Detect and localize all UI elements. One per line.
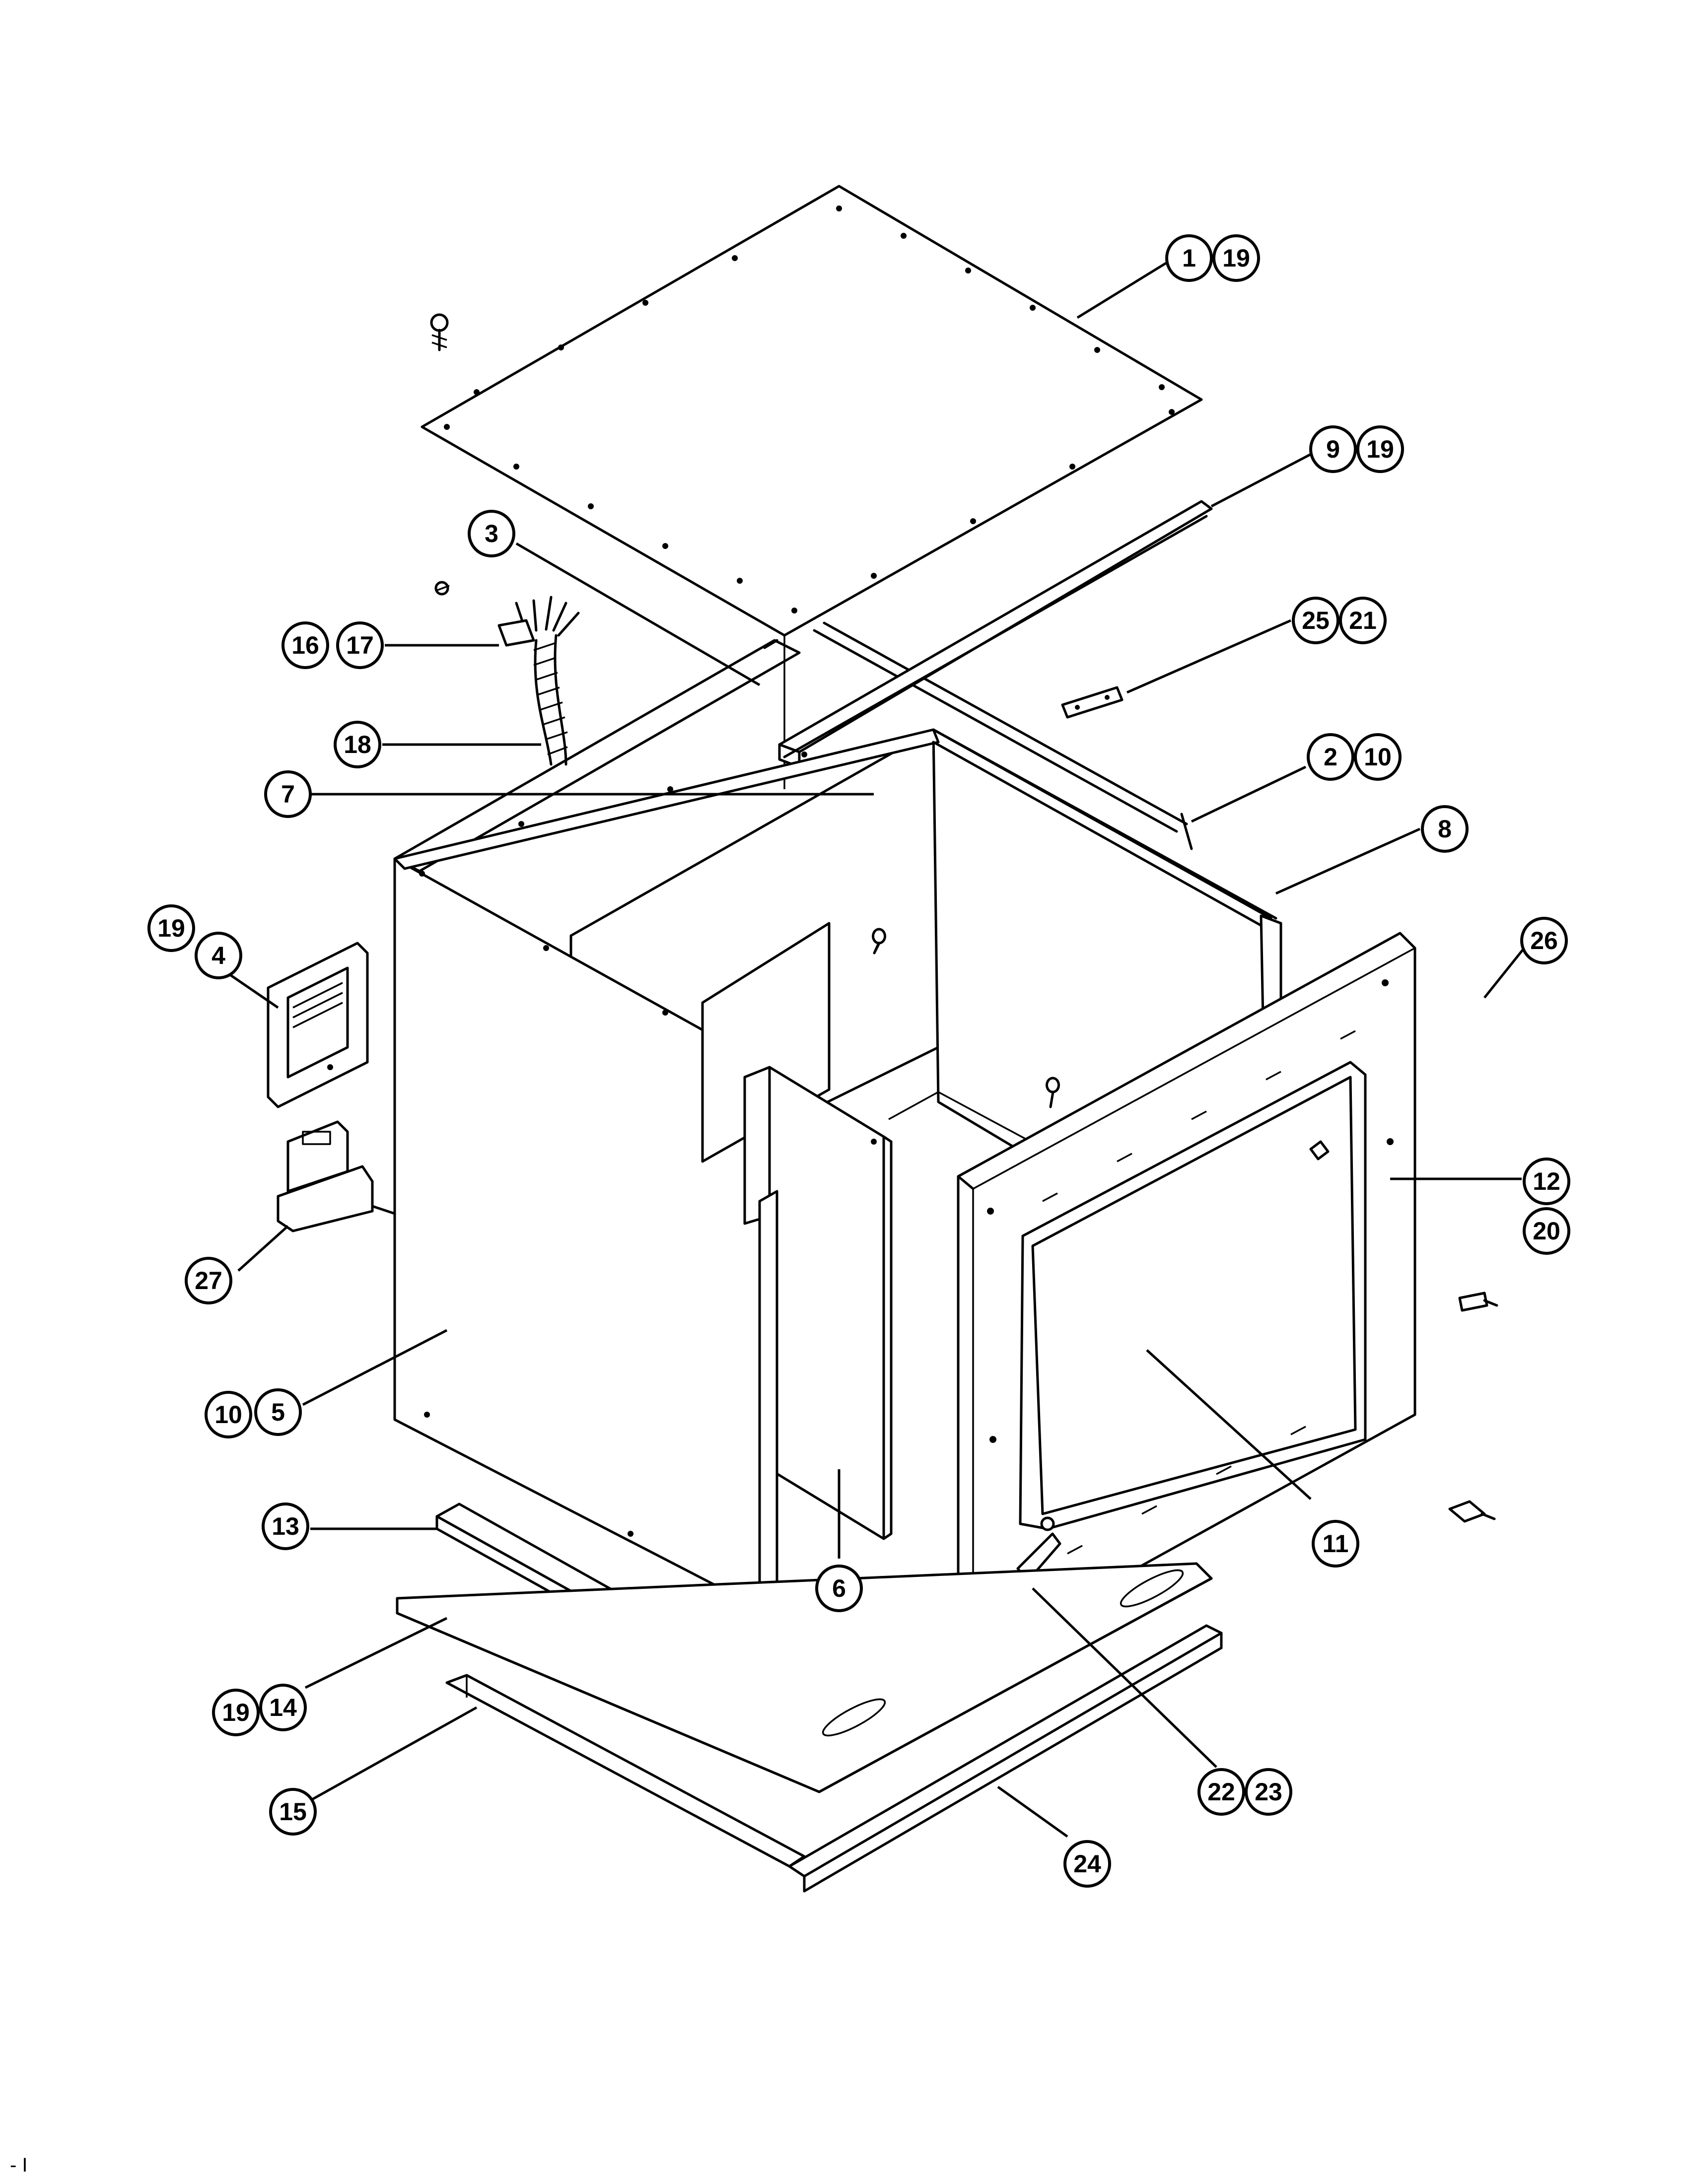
top-panel	[421, 185, 1203, 637]
callout-label: 20	[1533, 1217, 1560, 1245]
callout-12-20: 12 20	[1523, 1158, 1570, 1255]
callout-label: 12	[1533, 1167, 1560, 1195]
callout-label: 16	[291, 631, 319, 659]
callout-label: 14	[269, 1694, 297, 1721]
callout-label: 1	[1182, 244, 1196, 272]
callouts: 1 19 9 19 3 25 21 16 17 18 2 10 7 8	[147, 234, 1570, 1888]
callout-11: 11	[1312, 1520, 1359, 1568]
callout-9-19: 9 19	[1309, 425, 1404, 473]
callout-15: 15	[269, 1788, 317, 1836]
callout-6: 6	[815, 1565, 863, 1612]
callout-10-5: 10 5	[205, 1388, 302, 1438]
callout-label: 24	[1073, 1850, 1101, 1878]
top-rail	[778, 500, 1213, 768]
callout-label: 2	[1324, 743, 1337, 771]
callout-label: 10	[214, 1401, 242, 1429]
callout-label: 6	[832, 1574, 846, 1602]
callout-3: 3	[468, 510, 515, 557]
callout-label: 10	[1364, 743, 1392, 771]
callout-label: 11	[1323, 1530, 1349, 1558]
callout-label: 19	[1222, 244, 1250, 272]
callout-label: 23	[1255, 1778, 1282, 1806]
callout-22-23: 22 23	[1197, 1768, 1292, 1816]
callout-label: 5	[271, 1398, 285, 1426]
power-cord	[434, 581, 580, 766]
callout-label: 4	[211, 942, 225, 969]
callout-label: 13	[272, 1512, 299, 1540]
callout-13: 13	[262, 1502, 309, 1550]
callout-label: 3	[485, 520, 498, 547]
oven-cabinet	[393, 728, 1282, 1630]
bracket-clip	[1061, 686, 1124, 719]
callout-8: 8	[1421, 805, 1469, 853]
bottom-panel-14	[396, 1562, 1213, 1793]
callout-19-4: 19 4	[147, 904, 242, 979]
callout-26: 26	[1520, 917, 1568, 964]
bottom-rail-24	[788, 1624, 1223, 1893]
callout-27: 27	[185, 1257, 232, 1304]
terminal-bracket	[267, 942, 369, 1108]
callout-label: 22	[1207, 1778, 1235, 1806]
callout-19-14: 19 14	[212, 1684, 307, 1736]
callout-label: 19	[1366, 435, 1394, 463]
footer-mark: - I	[10, 2154, 28, 2176]
callout-label: 18	[344, 731, 371, 758]
callout-label: 9	[1326, 435, 1340, 463]
callout-label: 21	[1349, 607, 1377, 634]
callout-label: 17	[346, 631, 374, 659]
callout-1-19: 1 19	[1165, 234, 1260, 282]
callout-label: 8	[1438, 815, 1452, 843]
callout-label: 27	[195, 1267, 222, 1295]
top-panel-screw	[430, 313, 449, 351]
callout-18: 18	[334, 721, 381, 768]
terminal-block	[277, 1120, 396, 1232]
callout-label: 19	[157, 914, 185, 942]
callout-25-21: 25 21	[1292, 597, 1387, 644]
frame-clip	[1309, 1140, 1330, 1160]
callout-label: 26	[1530, 927, 1558, 955]
callout-24: 24	[1063, 1840, 1111, 1888]
callout-16-17: 16 17	[281, 621, 384, 669]
callout-label: 19	[222, 1699, 250, 1726]
callout-7: 7	[264, 770, 312, 818]
leader-lines	[230, 257, 1525, 1838]
callout-label: 25	[1302, 607, 1330, 634]
callout-label: 15	[279, 1798, 307, 1826]
side-screw	[1458, 1292, 1498, 1312]
callout-label: 7	[281, 780, 295, 808]
callout-2-10: 2 10	[1307, 733, 1402, 781]
probe-fitting	[1448, 1500, 1496, 1523]
